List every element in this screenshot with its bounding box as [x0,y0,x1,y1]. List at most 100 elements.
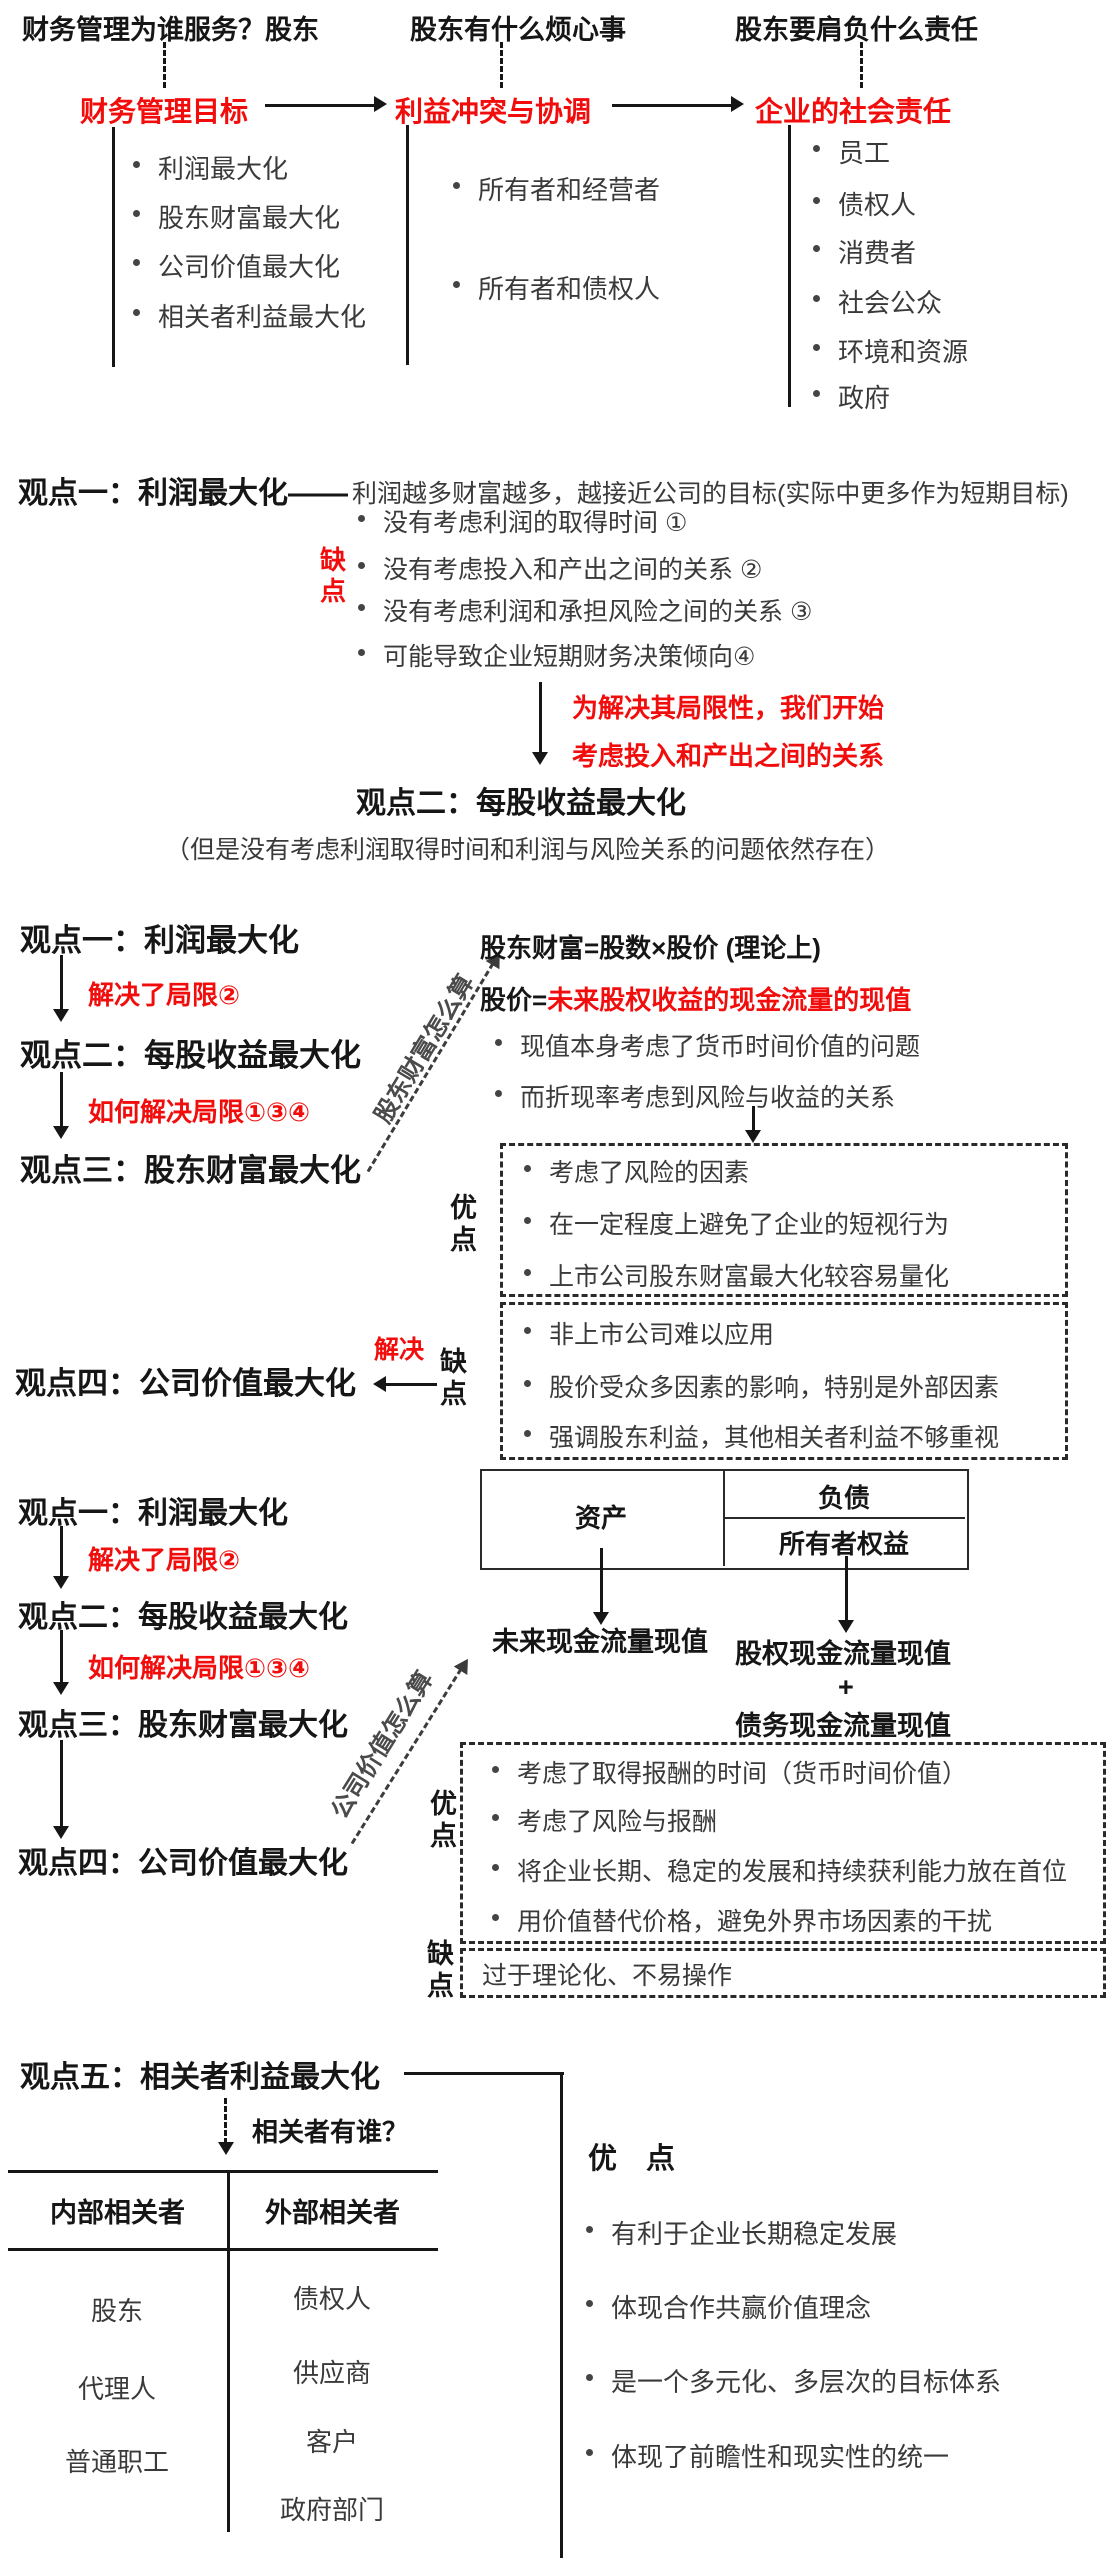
flaws-label: 缺点 [319,545,346,607]
list-item: 用价值替代价格，避免外界市场因素的干扰 [492,1902,992,1938]
bullet-icon [586,2300,593,2307]
list-item-label: 公司价值最大化 [158,252,341,282]
bullet-icon [586,2226,593,2233]
table-cell: 普通职工 [65,2447,170,2477]
list-item-label: 没有考虑利润的取得时间 ① [383,509,688,537]
list-item-label: 所有者和经营者 [478,175,661,205]
fix-note-1: 解决了局限② [88,980,241,1010]
bullet-icon [813,145,820,152]
arrow-shaft [612,104,732,107]
arrowhead-down-icon [53,1126,69,1139]
bullet-icon [813,197,820,204]
dashed-connector-line [163,42,166,88]
list-item-label: 用价值替代价格，避免外界市场因素的干扰 [517,1908,993,1936]
bullet-icon [813,245,820,252]
list-bracket-line [112,127,115,367]
list-item: 社会公众 [813,283,942,320]
list-item-label: 没有考虑利润和承担风险之间的关系 ③ [383,598,813,626]
chain-view3-heading: 观点三：股东财富最大化 [18,1709,348,1742]
bullet-icon [358,649,365,656]
table-top-line [8,2170,438,2173]
view4-heading: 观点四：公司价值最大化 [15,1366,356,1401]
list-item: 股价受众多因素的影响，特别是外部因素 [524,1368,999,1404]
list-item: 将企业长期、稳定的发展和持续获利能力放在首位 [492,1852,1067,1888]
table-divider [723,1517,965,1519]
list-item-label: 环境和资源 [838,337,969,367]
list-item-label: 是一个多元化、多层次的目标体系 [611,2367,1002,2397]
list-bracket-line [406,125,409,365]
bullet-icon [524,1165,531,1172]
price-formula: 股价=未来股权收益的现金流量的现值 [480,980,911,1017]
list-item: 可能导致企业短期财务决策倾向④ [358,637,755,673]
future-cashflow-value: 未来现金流量现值 [492,1627,708,1657]
arrow-shaft [385,1383,437,1386]
fix-note-1: 解决了局限② [88,1545,241,1575]
bullet-icon [492,1864,499,1871]
arrow-shaft [265,104,375,107]
list-item-label: 体现合作共赢价值理念 [611,2293,872,2323]
who-question-label: 相关者有谁？ [252,2117,409,2147]
list-item-label: 上市公司股东财富最大化较容易量化 [549,1263,950,1291]
view5-heading: 观点五：相关者利益最大化 [20,2061,380,2094]
bullet-icon [586,2374,593,2381]
price-formula-value: 未来股权收益的现金流量的现值 [547,985,912,1015]
list-item: 而折现率考虑到风险与收益的关系 [495,1078,895,1114]
list-item-label: 而折现率考虑到风险与收益的关系 [520,1084,896,1112]
view2-note: （但是没有考虑利润取得时间和利润与风险关系的问题依然存在） [165,836,891,864]
cons-item: 过于理论化、不易操作 [482,1962,733,1990]
list-item: 相关者利益最大化 [133,297,366,334]
pros-box [460,1742,1106,1944]
fix-note-2: 如何解决局限①③④ [88,1653,311,1683]
bullet-icon [524,1380,531,1387]
liability-cell: 负债 [818,1483,871,1513]
list-item-label: 将企业长期、稳定的发展和持续获利能力放在首位 [517,1858,1068,1886]
bullet-icon [495,1039,502,1046]
table-cell: 股东 [91,2296,144,2326]
list-item-label: 可能导致企业短期财务决策倾向④ [383,643,756,671]
equity-cell: 所有者权益 [779,1529,910,1559]
list-item: 在一定程度上避免了企业的短视行为 [524,1205,949,1241]
arrowhead-down-icon [745,1130,761,1143]
chain-view4-heading: 观点四：公司价值最大化 [18,1847,348,1880]
list-item: 体现合作共赢价值理念 [586,2288,871,2325]
table-cell: 代理人 [78,2374,157,2404]
list-item: 是一个多元化、多层次的目标体系 [586,2362,1001,2399]
pros-box [500,1143,1068,1297]
table-center-line [227,2170,230,2532]
calc-question-label: 股东财富怎么算 [369,970,480,1129]
list-item: 非上市公司难以应用 [524,1315,774,1351]
list-item-label: 股价受众多因素的影响，特别是外部因素 [549,1374,1000,1402]
bullet-icon [524,1269,531,1276]
cons-box [460,1948,1106,1998]
col1-question-heading: 财务管理为谁服务？股东 [22,15,319,45]
list-item-label: 没有考虑投入和产出之间的关系 ② [383,556,763,584]
list-item: 考虑了取得报酬的时间（货币时间价值） [492,1754,967,1790]
list-item: 考虑了风险的因素 [524,1153,749,1189]
dashed-connector-line [860,42,863,88]
connector-line [404,2072,564,2075]
list-item-label: 有利于企业长期稳定发展 [611,2219,898,2249]
bullet-icon [133,161,140,168]
list-item: 环境和资源 [813,332,968,369]
arrowhead-down-icon [218,2142,234,2155]
bullet-icon [453,182,460,189]
bullet-icon [813,295,820,302]
cons-label: 缺点 [440,1347,468,1410]
list-item: 考虑了风险与报酬 [492,1802,717,1838]
debt-cashflow-value: 债务现金流量现值 [735,1711,951,1741]
equity-cashflow-value: 股权现金流量现值 [735,1639,951,1669]
price-formula-prefix: 股价= [480,985,548,1015]
asset-cell: 资产 [575,1503,628,1533]
bullet-icon [133,210,140,217]
arrowhead-left-icon [373,1376,386,1392]
list-item: 公司价值最大化 [133,247,340,284]
list-item: 现值本身考虑了货币时间价值的问题 [495,1027,920,1063]
bullet-icon [133,309,140,316]
list-item: 上市公司股东财富最大化较容易量化 [524,1257,949,1293]
pros-label: 优点 [430,1789,458,1852]
cons-box [500,1302,1068,1460]
bullet-icon [524,1217,531,1224]
list-item: 没有考虑利润和承担风险之间的关系 ③ [358,592,812,628]
bullet-icon [358,515,365,522]
